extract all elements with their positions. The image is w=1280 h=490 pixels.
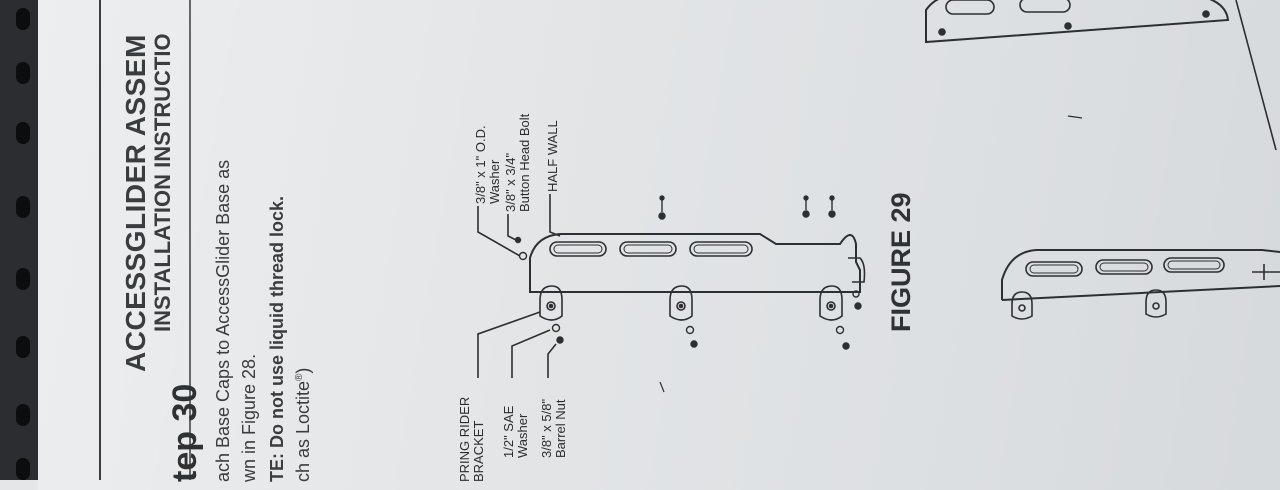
spring-rider-bracket (539, 285, 563, 321)
leader-button-bolt (507, 214, 517, 241)
leader-half-wall (549, 194, 561, 237)
peg-hole (16, 404, 30, 426)
peg-hole (16, 8, 30, 30)
half-wall-plate (529, 233, 861, 293)
peg-hole (16, 62, 30, 84)
partial-plate-top (925, 0, 1230, 44)
partial-plate-bottom (1001, 249, 1280, 300)
page-rules (99, 0, 191, 480)
leader-od-washer (477, 206, 521, 257)
spring-rider-bracket (1145, 289, 1167, 318)
peg-hole (16, 336, 30, 358)
barrel-nut-hardware (551, 290, 862, 350)
peg-hole (16, 268, 30, 290)
end-bracket (848, 257, 866, 283)
bolt-hardware (514, 195, 836, 261)
spring-rider-bracket (819, 285, 843, 321)
spring-rider-bracket (669, 285, 693, 321)
plate-slot (549, 241, 607, 257)
leader-bracket (477, 311, 541, 378)
peg-hole (16, 122, 30, 144)
plate-slot (689, 241, 753, 257)
spring-rider-bracket (1011, 291, 1033, 320)
peg-hole (16, 196, 30, 218)
plate-slot (619, 241, 677, 257)
assembly-diagram (477, 0, 1280, 393)
leader-barrel-nut (547, 343, 557, 378)
leader-sae-washer (511, 329, 551, 378)
peg-hole (16, 458, 30, 480)
